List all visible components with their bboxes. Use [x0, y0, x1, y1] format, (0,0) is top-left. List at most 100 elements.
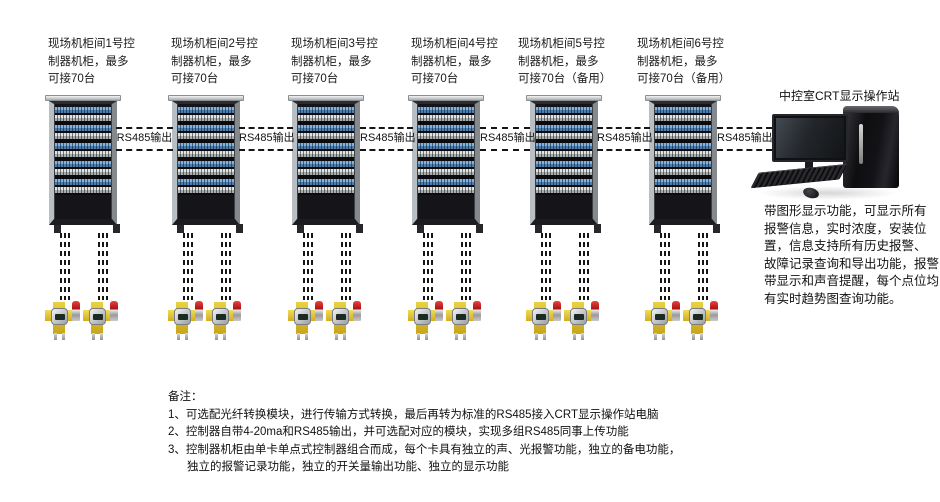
controller-card-rows: [418, 107, 474, 195]
cabinet-body: [530, 101, 598, 225]
detector-sensor-probes: [573, 333, 584, 340]
gas-detector: [168, 300, 204, 340]
detector-screen: [336, 314, 346, 320]
monitor-screen: [776, 118, 844, 158]
detector-display: [689, 308, 706, 325]
alarm-beacon-icon: [473, 301, 481, 321]
detector-cable-bundle: [461, 233, 472, 300]
rs485-link: RS485输出: [717, 127, 773, 151]
detector-sensor-probes: [177, 333, 188, 340]
detector-screen: [178, 314, 188, 320]
gas-detector: [45, 300, 81, 340]
detector-cable-bundle: [579, 233, 590, 300]
gas-detector: [206, 300, 242, 340]
note-line: 3、控制器机柜由单卡单点式控制器组合而成，每个卡具有独立的声、光报警功能，独立的…: [168, 443, 681, 456]
alarm-beacon-icon: [435, 301, 443, 321]
cabinet-label: 现场机柜间2号控 制器机柜，最多 可接70台: [171, 38, 258, 85]
cabinet-label: 现场机柜间3号控 制器机柜，最多 可接70台: [291, 38, 378, 85]
controller-card-rows: [55, 107, 111, 195]
gas-detector: [526, 300, 562, 340]
detector-screen: [216, 314, 226, 320]
notes-title: 备注：: [168, 391, 203, 403]
cabinet-label: 现场机柜间4号控 制器机柜，最多 可接70台: [411, 38, 498, 85]
monitor: [772, 114, 848, 162]
detector-cable-bundle: [423, 233, 434, 300]
detector-sensor-probes: [417, 333, 428, 340]
controller-card-rows: [536, 107, 592, 195]
detector-display: [414, 308, 431, 325]
detector-display: [294, 308, 311, 325]
cabinet-body: [649, 101, 717, 225]
controller-cabinet: [288, 95, 364, 233]
detector-screen: [574, 314, 584, 320]
rs485-link-label: RS485输出: [597, 132, 653, 144]
detector-sensor-probes: [92, 333, 103, 340]
detector-display: [89, 308, 106, 325]
detector-cable-bundle: [341, 233, 352, 300]
detector-sensor-probes: [215, 333, 226, 340]
detector-screen: [55, 314, 65, 320]
controller-cabinet: [526, 95, 602, 233]
cabinet-top-panel: [168, 95, 244, 101]
detector-display: [174, 308, 191, 325]
rs485-link-label: RS485输出: [717, 132, 773, 144]
detector-sensor-probes: [455, 333, 466, 340]
rs485-link: RS485输出: [360, 127, 416, 151]
detector-cable-bundle: [60, 233, 71, 300]
gas-detector: [564, 300, 600, 340]
cabinet-body: [292, 101, 360, 225]
controller-card-rows: [178, 107, 234, 195]
detector-display: [452, 308, 469, 325]
controller-cabinet: [408, 95, 484, 233]
detector-screen: [655, 314, 665, 320]
detector-cable-bundle: [303, 233, 314, 300]
gas-detector: [83, 300, 119, 340]
detector-sensor-probes: [297, 333, 308, 340]
rs485-link-label: RS485输出: [116, 132, 173, 144]
alarm-beacon-icon: [591, 301, 599, 321]
cabinet-body: [412, 101, 480, 225]
controller-cabinet: [645, 95, 721, 233]
cabinet-top-panel: [408, 95, 484, 101]
alarm-beacon-icon: [110, 301, 118, 321]
rs485-link-label: RS485输出: [239, 132, 295, 144]
detector-cable-bundle: [183, 233, 194, 300]
detector-sensor-probes: [654, 333, 665, 340]
gas-detector: [645, 300, 681, 340]
alarm-beacon-icon: [353, 301, 361, 321]
detector-cable-bundle: [221, 233, 232, 300]
alarm-beacon-icon: [710, 301, 718, 321]
pc-tower: [843, 106, 899, 188]
detector-display: [51, 308, 68, 325]
rs485-link: RS485输出: [597, 127, 653, 151]
detector-sensor-probes: [692, 333, 703, 340]
detector-cable-bundle: [98, 233, 109, 300]
cabinet-label: 现场机柜间6号控 制器机柜，最多 可接70台（备用）: [637, 38, 731, 85]
cabinet-top-panel: [526, 95, 602, 101]
rs485-link-label: RS485输出: [480, 132, 536, 144]
detector-display: [332, 308, 349, 325]
alarm-beacon-icon: [233, 301, 241, 321]
rs485-link: RS485输出: [480, 127, 536, 151]
detector-sensor-probes: [535, 333, 546, 340]
rs485-link-label: RS485输出: [360, 132, 416, 144]
detector-screen: [418, 314, 428, 320]
gas-detector: [408, 300, 444, 340]
controller-card-rows: [298, 107, 354, 195]
detector-cable-bundle: [660, 233, 671, 300]
cabinet-top-panel: [288, 95, 364, 101]
gas-detector: [326, 300, 362, 340]
alarm-beacon-icon: [72, 301, 80, 321]
detector-screen: [693, 314, 703, 320]
workstation-shadow: [757, 186, 899, 200]
detector-display: [532, 308, 549, 325]
alarm-beacon-icon: [315, 301, 323, 321]
detector-display: [651, 308, 668, 325]
rs485-link: RS485输出: [116, 127, 173, 151]
workstation-description: 带图形显示功能，可显示所有 报警信息，实时浓度，安装位 置，信息支持所有历史报警…: [764, 204, 940, 306]
detector-sensor-probes: [335, 333, 346, 340]
controller-cabinet: [168, 95, 244, 233]
alarm-beacon-icon: [672, 301, 680, 321]
cabinet-top-panel: [45, 95, 121, 101]
